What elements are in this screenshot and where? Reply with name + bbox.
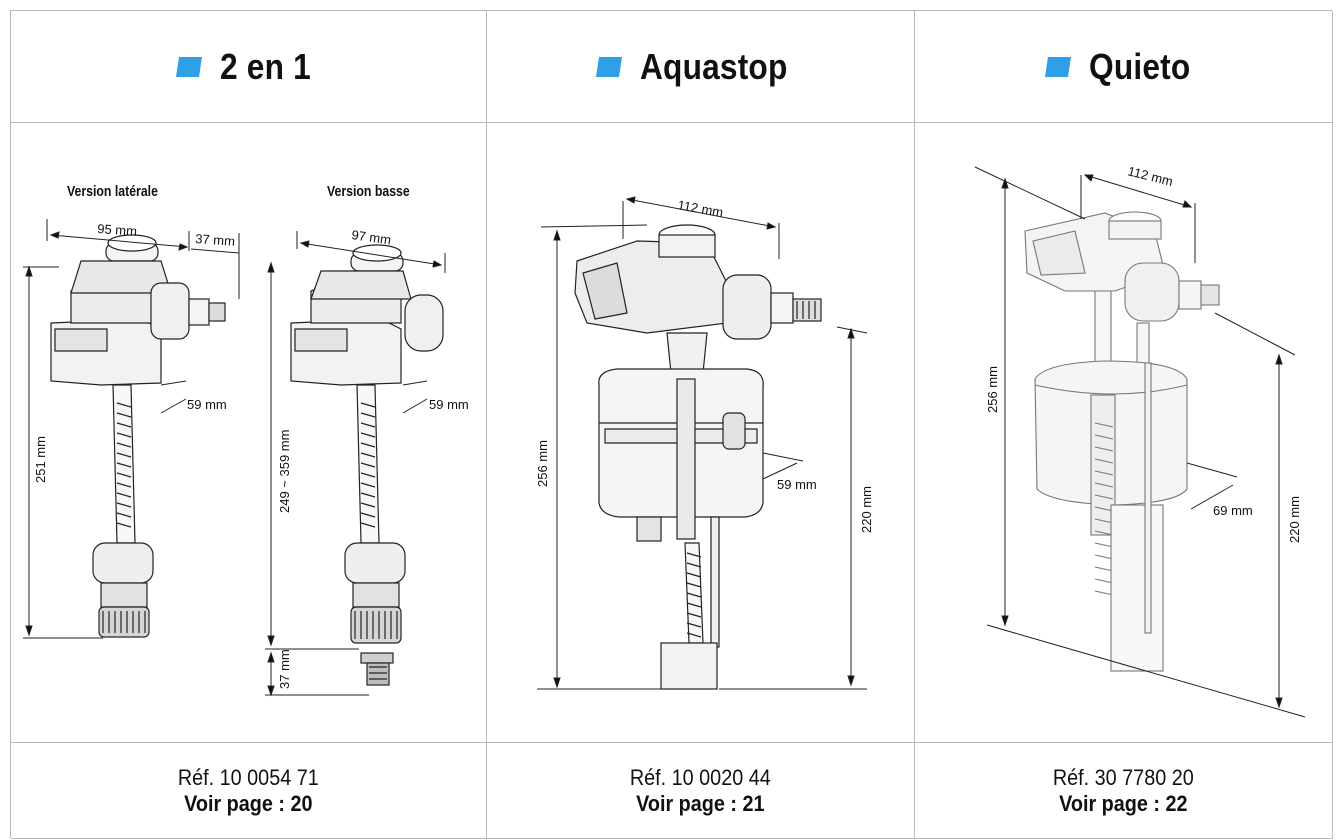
footer-quieto: Réf. 30 7780 20 Voir page : 22 xyxy=(915,743,1333,839)
product-comparison-table: 2 en 1 Aquastop Quieto Version latérale … xyxy=(10,10,1333,839)
drawing-quieto: 112 mm 69 mm 256 mm 220 mm xyxy=(915,123,1333,743)
valve-aquastop-drawing: 112 mm 59 mm 256 mm 220 mm xyxy=(535,196,874,690)
header-aquastop: Aquastop xyxy=(487,11,915,123)
product-reference: Réf. 10 0020 44 xyxy=(630,764,771,790)
dim-aquastop-inner-height: 220 mm xyxy=(859,486,874,533)
product-title: 2 en 1 xyxy=(219,45,311,87)
version-laterale-label: Version latérale xyxy=(67,183,158,200)
dim-quieto-depth: 69 mm xyxy=(1213,503,1253,518)
blue-tag-icon xyxy=(594,56,624,78)
drawing-2en1: Version latérale Version basse xyxy=(11,123,487,743)
valve-quieto-drawing: 112 mm 69 mm 256 mm 220 mm xyxy=(974,163,1306,718)
product-title: Quieto xyxy=(1088,45,1191,87)
dim-lat-nozzle: 37 mm xyxy=(195,231,236,249)
drawing-aquastop: 112 mm 59 mm 256 mm 220 mm xyxy=(487,123,915,743)
dim-aquastop-depth: 59 mm xyxy=(777,477,817,492)
valve-2en1-drawing: 95 mm 37 mm 59 mm 251 mm 97 mm 59 mm 249… xyxy=(23,219,469,697)
valve-basse-icon xyxy=(290,244,444,686)
dim-lat-height: 251 mm xyxy=(33,436,48,483)
dim-lat-width: 95 mm xyxy=(97,221,138,239)
blue-tag-icon xyxy=(1043,56,1073,78)
footer-aquastop: Réf. 10 0020 44 Voir page : 21 xyxy=(487,743,915,839)
product-reference: Réf. 10 0054 71 xyxy=(178,764,319,790)
page-reference: Voir page : 21 xyxy=(636,790,765,816)
footer-2en1: Réf. 10 0054 71 Voir page : 20 xyxy=(11,743,487,839)
page-reference: Voir page : 20 xyxy=(184,790,313,816)
dim-quieto-width: 112 mm xyxy=(1126,163,1174,189)
header-2en1: 2 en 1 xyxy=(11,11,487,123)
header-quieto: Quieto xyxy=(915,11,1333,123)
blue-tag-icon xyxy=(174,56,204,78)
dim-basse-width: 97 mm xyxy=(351,227,392,247)
version-basse-label: Version basse xyxy=(327,183,410,200)
dim-quieto-inner-height: 220 mm xyxy=(1287,496,1302,543)
dim-basse-height: 249 ~ 359 mm xyxy=(277,430,292,513)
page-reference: Voir page : 22 xyxy=(1059,790,1188,816)
valve-quieto-icon xyxy=(1024,211,1220,672)
dim-aquastop-width: 112 mm xyxy=(676,197,724,220)
dim-aquastop-height: 256 mm xyxy=(535,440,550,487)
product-reference: Réf. 30 7780 20 xyxy=(1053,764,1194,790)
valve-aquastop-icon xyxy=(574,224,822,690)
dim-basse-bottom: 37 mm xyxy=(277,649,292,689)
dim-basse-depth: 59 mm xyxy=(429,397,469,412)
dim-lat-depth: 59 mm xyxy=(187,397,227,412)
valve-lateral-icon xyxy=(50,234,226,638)
dim-quieto-height: 256 mm xyxy=(985,366,1000,413)
product-title: Aquastop xyxy=(639,45,788,87)
